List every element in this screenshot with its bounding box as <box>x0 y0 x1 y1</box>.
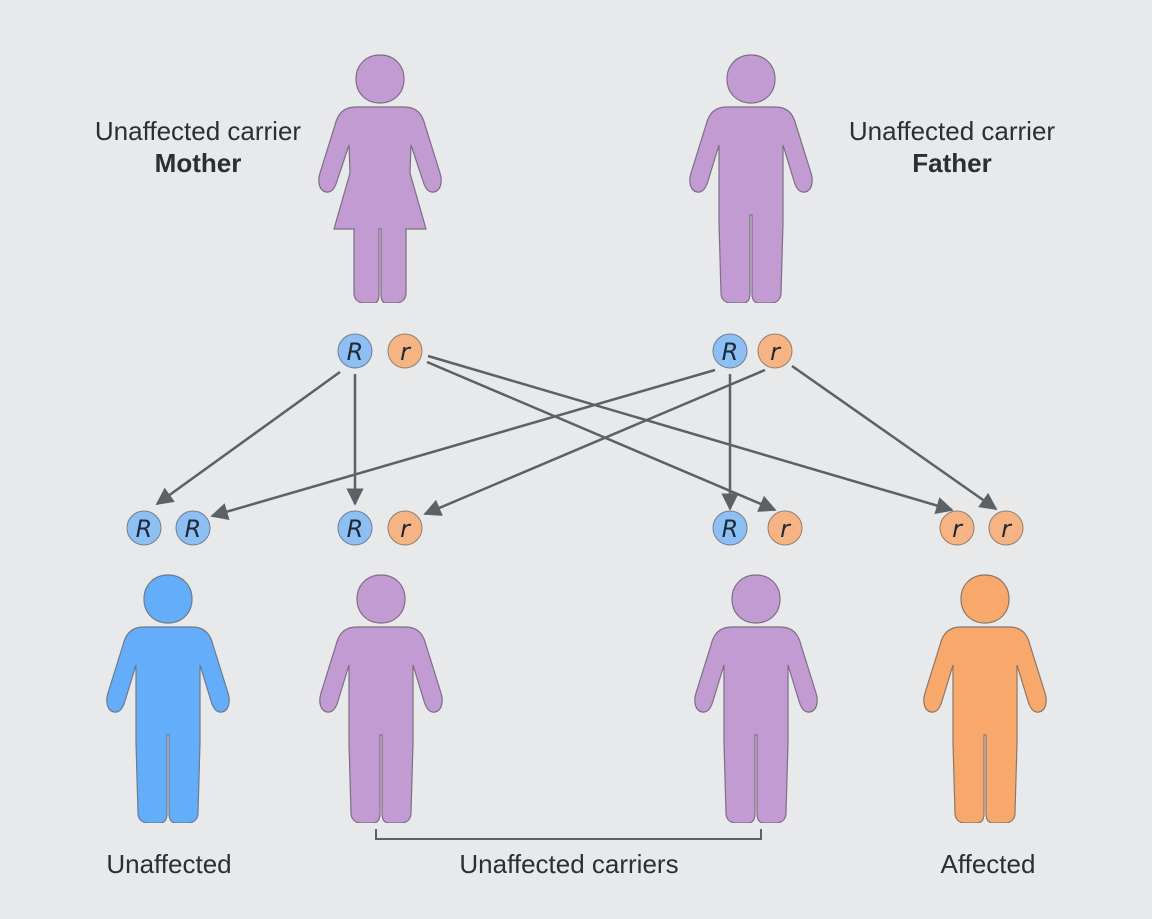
caption-unaffected: Unaffected <box>106 849 231 879</box>
arrow <box>155 370 341 506</box>
father-label: Unaffected carrier Father <box>849 116 1056 178</box>
allele-label: r <box>400 515 412 543</box>
father-role-text: Father <box>912 148 991 178</box>
mother-status-text: Unaffected carrier <box>95 116 302 146</box>
child-figure-icon <box>923 574 1047 823</box>
child-1-alleles: R R <box>126 510 211 546</box>
allele-label: R <box>185 515 202 543</box>
child-4-alleles: r r <box>939 510 1024 546</box>
carriers-bracket <box>375 829 762 840</box>
child-figure-icon <box>319 574 443 823</box>
allele-label: r <box>780 515 792 543</box>
allele-label: R <box>722 338 739 366</box>
arrow <box>427 354 954 514</box>
inheritance-arrows <box>155 354 998 521</box>
allele-label: r <box>1001 515 1013 543</box>
male-figure-icon <box>689 54 813 303</box>
arrow <box>791 364 998 511</box>
arrow <box>210 368 716 521</box>
child-figure-icon <box>694 574 818 823</box>
mother-alleles: R r <box>337 333 423 369</box>
mother-label: Unaffected carrier Mother <box>95 116 302 178</box>
allele-label: R <box>347 338 364 366</box>
child-3-alleles: R r <box>712 510 803 546</box>
allele-label: r <box>952 515 964 543</box>
mother-role-text: Mother <box>155 148 242 178</box>
caption-affected: Affected <box>941 849 1036 879</box>
child-2-alleles: R r <box>337 510 423 546</box>
caption-carriers: Unaffected carriers <box>459 849 678 879</box>
arrow <box>426 360 777 512</box>
allele-label: R <box>722 515 739 543</box>
female-figure-icon <box>318 54 442 303</box>
allele-label: R <box>347 515 364 543</box>
child-figure-icon <box>106 574 230 823</box>
allele-label: r <box>400 338 412 366</box>
arrow <box>423 368 766 516</box>
father-alleles: R r <box>712 333 793 369</box>
allele-label: R <box>136 515 153 543</box>
father-status-text: Unaffected carrier <box>849 116 1056 146</box>
allele-label: r <box>770 338 782 366</box>
